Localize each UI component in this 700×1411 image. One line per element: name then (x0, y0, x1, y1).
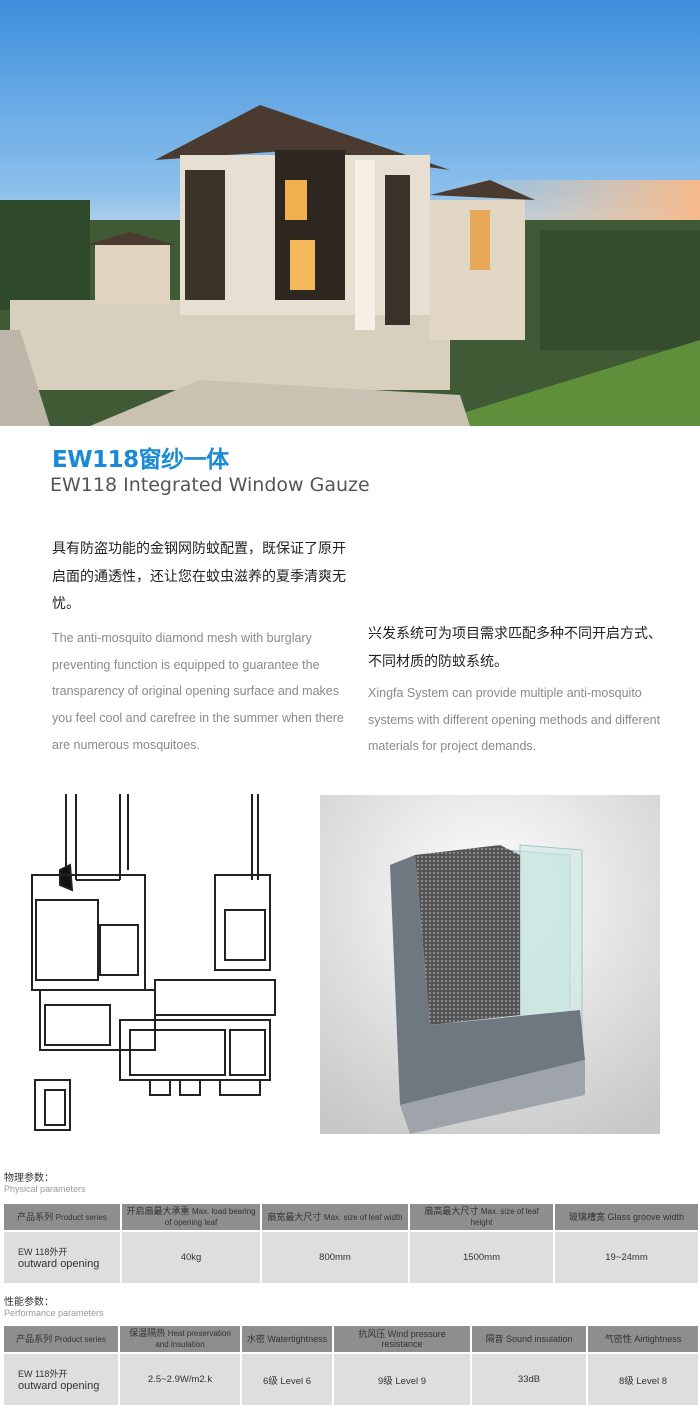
cell-wind-pressure: 9级 Level 9 (333, 1352, 472, 1405)
profile-cross-section-drawing (20, 790, 282, 1138)
table-header-row: 产品系列 Product series 保温隔热 Heat preservati… (4, 1326, 700, 1353)
cell-glass-groove: 19~24mm (554, 1230, 700, 1283)
header-airtightness: 气密性 Airtightness (587, 1326, 700, 1353)
right-description-en: Xingfa System can provide multiple anti-… (368, 686, 661, 754)
physical-params-table: 产品系列 Product series 开启扇最大承重 Max. load be… (4, 1204, 700, 1283)
cell-sound-insulation: 33dB (471, 1352, 588, 1405)
right-description-zh: 兴发系统可为项目需求匹配多种不同开启方式、不同材质的防蚊系统。 (368, 626, 662, 670)
header-sound-insulation: 隔音 Sound insulation (471, 1326, 588, 1353)
header-product-series: 产品系列 Product series (4, 1204, 122, 1231)
cell-max-load: 40kg (121, 1230, 262, 1283)
table-header-row: 产品系列 Product series 开启扇最大承重 Max. load be… (4, 1204, 700, 1231)
physical-params-label-en: Physical parameters (4, 1184, 86, 1194)
window-corner-render (320, 795, 660, 1134)
cell-leaf-width: 800mm (261, 1230, 410, 1283)
performance-params-label-zh: 性能参数： (4, 1297, 54, 1308)
physical-params-label-zh: 物理参数： (4, 1173, 54, 1184)
hero-villa-photo (0, 0, 700, 426)
performance-params-label-en: Performance parameters (4, 1308, 104, 1318)
cell-airtightness: 8级 Level 8 (587, 1352, 700, 1405)
header-wind-pressure: 抗风压 Wind pressure resistance (333, 1326, 472, 1353)
left-description-zh: 具有防盗功能的金钢网防蚊配置，既保证了原开启面的通透性，还让您在蚊虫滋养的夏季清… (52, 541, 346, 612)
header-heat-insulation: 保温隔热 Heat preservation and insulation (119, 1326, 242, 1353)
header-max-load: 开启扇最大承重 Max. load bearing of opening lea… (121, 1204, 262, 1231)
header-glass-groove: 玻璃槽宽 Glass groove width (554, 1204, 700, 1231)
header-product-series: 产品系列 Product series (4, 1326, 120, 1353)
cell-watertightness: 6级 Level 6 (241, 1352, 334, 1405)
left-description-en: The anti-mosquito diamond mesh with burg… (52, 631, 344, 752)
cell-heat-insulation: 2.5~2.9W/m2.k (119, 1352, 242, 1405)
performance-params-table: 产品系列 Product series 保温隔热 Heat preservati… (4, 1326, 700, 1405)
product-title: EW118窗纱一体 (52, 447, 229, 473)
product-subtitle: EW118 Integrated Window Gauze (50, 474, 370, 496)
header-leaf-width: 扇宽最大尺寸 Max. size of leaf width (261, 1204, 410, 1231)
cell-leaf-height: 1500mm (409, 1230, 555, 1283)
header-leaf-height: 扇高最大尺寸 Max. size of leaf height (409, 1204, 555, 1231)
header-watertightness: 水密 Watertightness (241, 1326, 334, 1353)
